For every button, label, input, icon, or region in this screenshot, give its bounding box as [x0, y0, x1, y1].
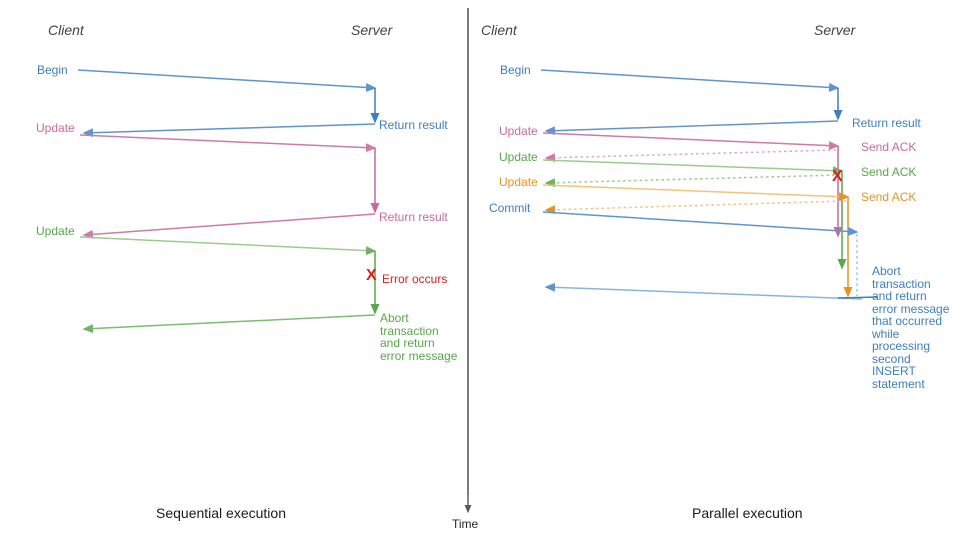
abort-line: second: [872, 351, 911, 366]
abort-line: statement: [872, 376, 925, 391]
arrow-right-update-1: [542, 132, 840, 151]
right-panel-caption: Parallel execution: [692, 505, 803, 521]
abort-line: and return: [380, 336, 435, 350]
arrow-right-ack-3: [544, 200, 847, 215]
abort-line: transaction: [380, 323, 439, 338]
abort-line: error message: [380, 348, 458, 363]
abort-line: Abort: [872, 264, 901, 278]
right-msg-ack-1: Send ACK: [861, 140, 917, 154]
arrow-right-abort: [544, 282, 863, 300]
arrow-left-update-2: [79, 236, 377, 256]
left-msg-error-occurs: Error occurs: [382, 272, 448, 286]
abort-line: that occurred: [872, 314, 943, 328]
arrow-left-begin: [77, 69, 377, 92]
arrow-left-abort: [82, 314, 376, 334]
arrow-right-update-2: [542, 159, 844, 176]
left-panel-caption: Sequential execution: [156, 505, 286, 521]
right-msg-update-3: Update: [499, 175, 538, 189]
left-msg-update-1: Update: [36, 121, 75, 135]
abort-line: transaction: [872, 276, 931, 291]
arrow-right-return-result: [544, 120, 839, 136]
right-msg-commit: Commit: [489, 201, 531, 215]
arrow-left-return-result-1: [82, 123, 376, 138]
right-msg-ack-3: Send ACK: [861, 190, 917, 204]
arrow-left-return-result-2: [82, 213, 376, 239]
right-msg-abort-block: Abort transaction and return error messa…: [872, 265, 960, 390]
arrow-right-commit: [542, 211, 859, 236]
abort-line: error message: [872, 301, 950, 316]
right-msg-update-1: Update: [499, 124, 538, 138]
left-msg-abort-block: Abort transaction and return error messa…: [380, 312, 466, 362]
error-x-icon-right: X: [832, 168, 843, 185]
abort-line: Abort: [380, 311, 409, 325]
abort-line: while: [872, 326, 900, 341]
abort-connector-right: [837, 296, 879, 299]
arrow-right-update-3: [542, 184, 850, 202]
abort-line: and return: [872, 289, 927, 303]
left-msg-begin: Begin: [37, 63, 68, 77]
left-msg-return-result-1: Return result: [379, 118, 448, 132]
abort-line: processing: [872, 339, 931, 353]
right-msg-begin: Begin: [500, 63, 531, 77]
right-actor-client: Client: [481, 22, 517, 38]
left-msg-update-2: Update: [36, 224, 75, 238]
time-axis-label: Time: [452, 517, 479, 531]
error-x-icon-left: X: [366, 267, 377, 284]
arrow-right-ack-1: [544, 149, 837, 163]
arrow-left-update-1: [79, 134, 377, 153]
right-msg-update-2: Update: [499, 150, 538, 164]
right-msg-return-result: Return result: [852, 116, 921, 130]
arrow-right-ack-2: [544, 174, 841, 188]
abort-line: INSERT: [872, 364, 916, 378]
left-msg-return-result-2: Return result: [379, 210, 448, 224]
left-actor-client: Client: [48, 22, 84, 38]
left-actor-server: Server: [351, 22, 393, 38]
arrow-right-begin: [540, 69, 840, 92]
right-actor-server: Server: [814, 22, 856, 38]
right-msg-ack-2: Send ACK: [861, 165, 917, 179]
